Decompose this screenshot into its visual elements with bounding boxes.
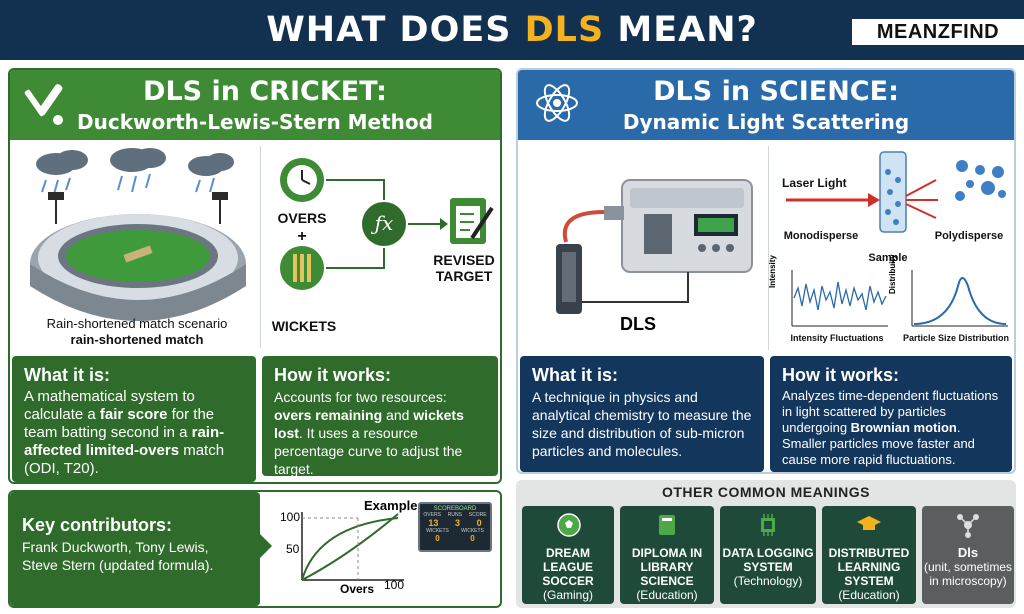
card-data-logging-system[interactable]: DATA LOGGING SYSTEM (Technology)	[720, 506, 816, 604]
sb-val-1: 13	[428, 518, 439, 528]
card-title: DATA LOGGING SYSTEM	[722, 546, 814, 574]
example-label: Example	[364, 498, 418, 513]
sb-col-5: WICKETS	[461, 528, 484, 534]
revised-label-line1: REVISED	[433, 252, 495, 268]
rain-stadium-illustration	[30, 148, 246, 321]
sample-label: Sample	[868, 252, 908, 264]
cricket-what-box: What it is: A mathematical system to cal…	[12, 356, 256, 482]
monodisperse-label: Monodisperse	[783, 230, 859, 242]
contributors-panel: Key contributors: Frank Duckworth, Tony …	[8, 490, 502, 608]
molecule-icon	[957, 514, 979, 538]
chart-y-top: 100	[280, 510, 301, 524]
scoreboard-title: SCOREBOARD	[433, 506, 477, 512]
sb-val-4: 0	[435, 534, 440, 543]
book-icon	[659, 515, 675, 535]
polydisperse-label: Polydisperse	[934, 230, 1004, 242]
dls-flow-diagram	[280, 158, 494, 290]
sb-col-2: RUNS	[447, 512, 462, 518]
card-sub: (Gaming)	[542, 588, 593, 602]
sb-val-2: 3	[454, 518, 460, 528]
pointer-arrow-icon	[258, 532, 272, 560]
science-header: DLS in SCIENCE: Dynamic Light Scattering	[518, 70, 1014, 140]
card-sub: (Education)	[838, 588, 900, 602]
function-icon: ƒx	[374, 211, 394, 235]
science-what-box: What it is: A technique in physics and a…	[520, 356, 764, 472]
card-sub: (Education)	[636, 588, 698, 602]
distribution-axis-label: Distribuity	[888, 254, 897, 294]
contributors-body: Frank Duckworth, Tony Lewis, Steve Stern…	[22, 539, 214, 573]
soccer-ball-icon	[557, 513, 581, 537]
scoreboard: SCOREBOARD OVERS RUNS SCORE 13 3 0 WICKE…	[418, 502, 492, 552]
chip-icon	[761, 514, 775, 536]
cricket-how-box: How it works: Accounts for two resources…	[262, 356, 498, 477]
science-divider	[768, 146, 769, 350]
cricket-what-body: A mathematical system to calculate a fai…	[24, 388, 225, 477]
intensity-and-size-charts	[791, 270, 1008, 327]
cricket-what-title: What it is:	[24, 365, 110, 385]
card-dream-league-soccer[interactable]: DREAM LEAGUE SOCCER (Gaming)	[522, 506, 614, 604]
contributors-box: Key contributors: Frank Duckworth, Tony …	[10, 492, 260, 606]
intensity-caption: Intensity Fluctuations	[790, 333, 884, 343]
science-subtitle: Dynamic Light Scattering	[622, 110, 910, 134]
science-what-body: A technique in physics and analytical ch…	[532, 389, 752, 459]
cricket-panel: DLS in CRICKET: Duckworth-Lewis-Stern Me…	[8, 68, 502, 484]
science-panel: DLS in SCIENCE: Dynamic Light Scattering…	[516, 68, 1016, 474]
light-scattering-diagram	[786, 151, 1006, 233]
cricket-title: DLS in CRICKET:	[143, 76, 387, 107]
chart-x-max: 100	[384, 578, 405, 592]
science-how-body: Analyzes time-dependent fluctuations in …	[782, 388, 999, 467]
sb-val-3: 0	[476, 518, 482, 528]
page-title: WHAT DOES DLS MEAN?	[266, 10, 758, 50]
card-dls-unit[interactable]: Dls (unit, sometimes in microscopy)	[922, 506, 1014, 604]
science-what-title: What it is:	[532, 365, 618, 385]
cricket-header: DLS in CRICKET: Duckworth-Lewis-Stern Me…	[10, 70, 500, 140]
contributors-title: Key contributors:	[22, 515, 173, 535]
cricket-how-body: Accounts for two resources: overs remain…	[274, 389, 464, 477]
overs-label: OVERS	[277, 210, 327, 226]
sb-col-1: OVERS	[423, 512, 441, 518]
card-distributed-learning-system[interactable]: DISTRIBUTED LEARNING SYSTEM (Education)	[822, 506, 916, 604]
cricket-bat-icon	[24, 84, 63, 125]
dls-instrument-illustration	[556, 179, 753, 314]
card-title: Dls	[957, 545, 979, 560]
cricket-subtitle: Duckworth-Lewis-Stern Method	[77, 110, 433, 134]
chart-x-label: Overs	[340, 582, 375, 596]
scene-caption-bold: rain-shortened match	[70, 332, 204, 347]
plus-sign: +	[297, 228, 307, 245]
card-sub: (unit, sometimes in microscopy)	[923, 560, 1013, 588]
cricket-how-title: How it works:	[274, 365, 392, 385]
graduation-cap-icon	[857, 516, 881, 530]
science-how-title: How it works:	[782, 365, 900, 385]
intensity-axis-label: Intensity	[768, 255, 777, 288]
science-title: DLS in SCIENCE:	[653, 76, 899, 107]
sb-col-3: SCORE	[468, 512, 487, 518]
scene-caption: Rain-shortened match scenario	[46, 316, 228, 331]
other-meanings-title: OTHER COMMON MEANINGS	[661, 484, 871, 500]
card-title: DREAM LEAGUE SOCCER	[542, 546, 594, 588]
card-sub: (Technology)	[733, 574, 803, 588]
resource-curve-chart	[301, 512, 404, 581]
dls-device-label: DLS	[620, 314, 656, 334]
laser-label: Laser Light	[782, 176, 847, 190]
card-diploma-library-science[interactable]: DIPLOMA IN LIBRARY SCIENCE (Education)	[620, 506, 714, 604]
revised-label-line2: TARGET	[435, 268, 493, 284]
sb-col-4: WICKETS	[426, 528, 449, 534]
brand-logo[interactable]: MEANZFIND	[852, 19, 1024, 45]
atom-icon	[536, 84, 578, 122]
card-title: DISTRIBUTED LEARNING SYSTEM	[828, 546, 910, 588]
card-title: DIPLOMA IN LIBRARY SCIENCE	[631, 546, 703, 588]
wickets-label: WICKETS	[271, 318, 337, 334]
distribution-caption: Particle Size Distribution	[902, 333, 1010, 343]
sb-val-5: 0	[470, 534, 475, 543]
chart-y-mid: 50	[286, 542, 300, 556]
science-how-box: How it works: Analyzes time-dependent fl…	[770, 356, 1012, 472]
cricket-divider	[260, 146, 261, 348]
